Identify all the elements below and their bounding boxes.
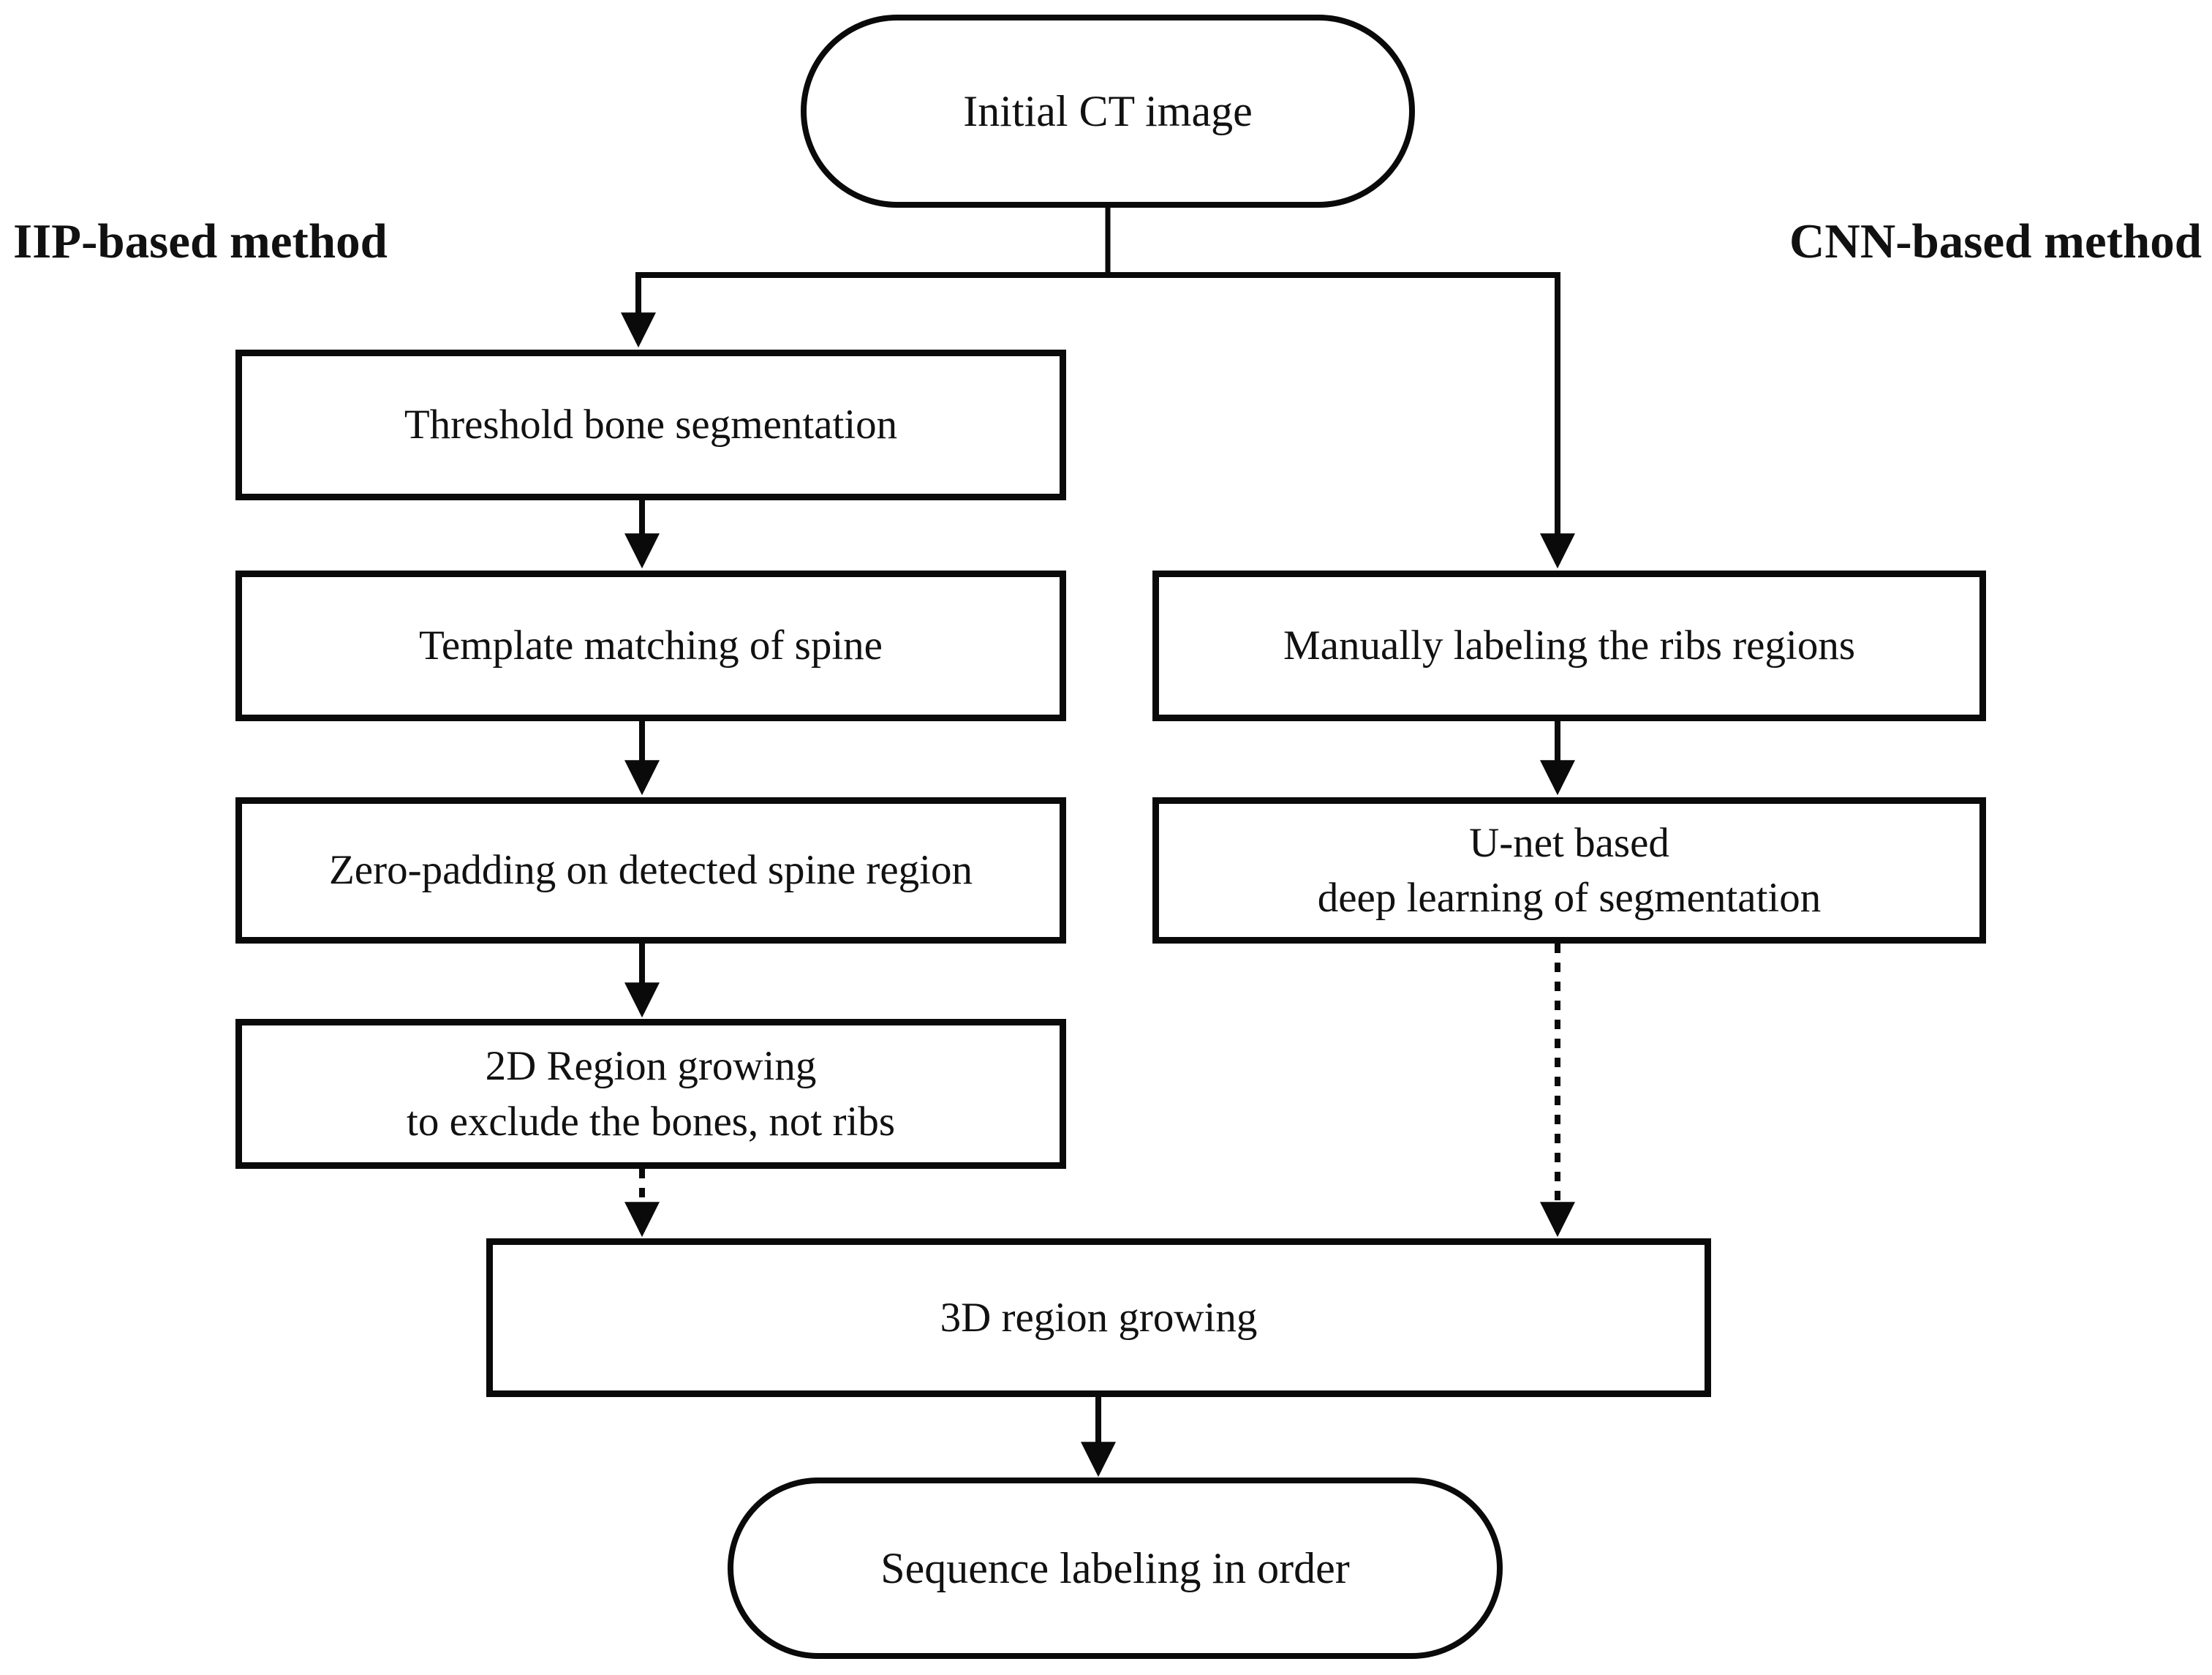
node-template-matching-of-spine-label: Template matching of spine (419, 622, 883, 669)
node-threshold-bone-segmentation: Threshold bone segmentation (235, 350, 1066, 500)
node-threshold-bone-segmentation-label: Threshold bone segmentation (404, 402, 898, 448)
node-unet-deep-learning-label: U-net based deep learning of segmentatio… (1318, 816, 1822, 925)
node-unet-deep-learning-line1: U-net based (1469, 819, 1669, 866)
node-2d-region-growing-label: 2D Region growing to exclude the bones, … (407, 1039, 895, 1148)
node-zero-padding-spine-region: Zero-padding on detected spine region (235, 797, 1066, 944)
node-template-matching-of-spine: Template matching of spine (235, 571, 1066, 721)
node-2d-region-growing-line1: 2D Region growing (485, 1043, 817, 1090)
node-sequence-labeling: Sequence labeling in order (728, 1478, 1503, 1659)
node-2d-region-growing: 2D Region growing to exclude the bones, … (235, 1019, 1066, 1169)
node-zero-padding-spine-region-label: Zero-padding on detected spine region (328, 847, 973, 894)
node-unet-deep-learning-line2: deep learning of segmentation (1317, 875, 1822, 921)
node-2d-region-growing-line2: to exclude the bones, not ribs (406, 1098, 896, 1145)
label-iip-method: IIP-based method (13, 214, 388, 268)
label-cnn-method: CNN-based method (1789, 214, 2202, 268)
node-manually-labeling-ribs: Manually labeling the ribs regions (1152, 571, 1986, 721)
node-3d-region-growing: 3D region growing (486, 1238, 1711, 1397)
node-3d-region-growing-label: 3D region growing (940, 1294, 1258, 1341)
node-initial-ct-image-label: Initial CT image (963, 86, 1253, 135)
node-sequence-labeling-label: Sequence labeling in order (880, 1543, 1350, 1592)
node-unet-deep-learning: U-net based deep learning of segmentatio… (1152, 797, 1986, 944)
node-initial-ct-image: Initial CT image (801, 15, 1415, 208)
node-manually-labeling-ribs-label: Manually labeling the ribs regions (1283, 622, 1855, 669)
